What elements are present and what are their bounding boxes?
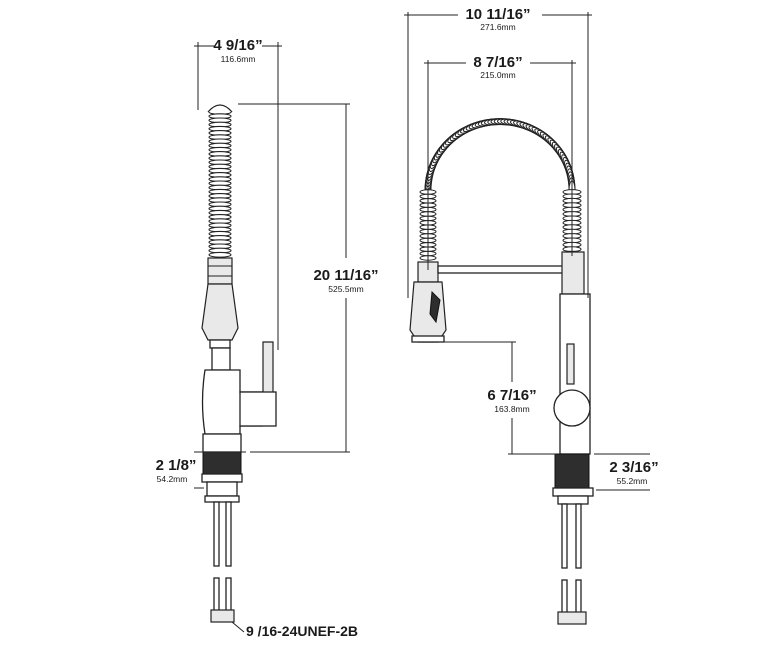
- spout-height-inch: 6 7/16”: [487, 387, 536, 404]
- base-left-mm: 54.2mm: [157, 474, 188, 484]
- side-spring-coil: [208, 109, 232, 258]
- overall-height-dimension: [238, 103, 350, 453]
- side-depth-mm: 116.6mm: [221, 54, 256, 64]
- overall-width-dimension: [404, 12, 592, 298]
- overall-height-inch: 20 11/16”: [313, 267, 378, 284]
- side-depth-dimension: [194, 42, 282, 350]
- front-view-faucet: [409, 118, 594, 625]
- side-view-faucet: [201, 104, 277, 633]
- base-right-dimension: [594, 453, 650, 491]
- base-left-inch: 2 1/8”: [156, 457, 197, 474]
- base-right-mm: 55.2mm: [617, 476, 648, 486]
- spout-reach-mm: 215.0mm: [480, 70, 515, 80]
- front-spring-coil: [419, 118, 582, 261]
- overall-height-mm: 525.5mm: [328, 284, 363, 294]
- side-depth-inch: 4 9/16”: [213, 37, 262, 54]
- thread-spec-label: 9 /16-24UNEF-2B: [246, 623, 358, 639]
- overall-width-mm: 271.6mm: [480, 22, 515, 32]
- base-left-dimension: [194, 451, 246, 489]
- coil-ring: [208, 251, 232, 258]
- spout-reach-dimension: [424, 60, 576, 270]
- base-right-inch: 2 3/16”: [609, 459, 658, 476]
- spout-reach-inch: 8 7/16”: [473, 54, 522, 71]
- spout-height-dimension: [444, 341, 556, 455]
- spout-height-mm: 163.8mm: [494, 404, 529, 414]
- overall-width-inch: 10 11/16”: [465, 6, 530, 23]
